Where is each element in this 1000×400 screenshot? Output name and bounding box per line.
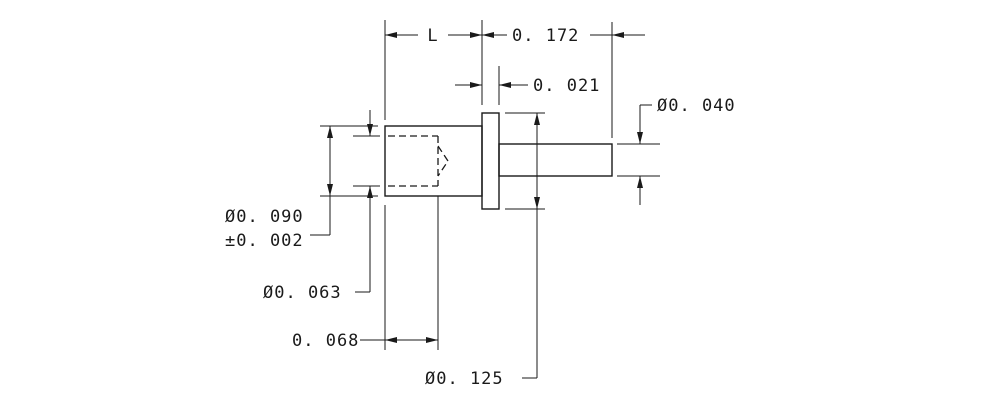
dimension-flange-diameter-label: Ø0. 125: [425, 369, 504, 389]
dimension-body-diameter: Ø0. 090 ±0. 002: [225, 126, 333, 251]
dimension-bore-diameter-label: Ø0. 063: [263, 283, 342, 303]
bore-hidden-lines: [388, 135, 449, 187]
part-outline: [384, 112, 613, 210]
dimension-body-diameter-label: Ø0. 090: [225, 207, 304, 227]
dimension-flange-diameter: Ø0. 125: [425, 113, 540, 389]
dimension-pin-diameter: Ø0. 040: [637, 96, 736, 205]
dimension-bore-depth: 0. 068: [292, 331, 438, 351]
dimension-total-length: 0. 172: [482, 26, 645, 46]
dimension-flange-thickness-label: 0. 021: [533, 76, 600, 96]
pin: [498, 143, 613, 177]
dimension-total-length-label: 0. 172: [512, 26, 579, 46]
dimension-body-tolerance-label: ±0. 002: [225, 231, 304, 251]
dimension-flange-thickness: 0. 021: [455, 76, 600, 96]
dimension-length-label: L: [427, 26, 438, 46]
dimension-bore-depth-label: 0. 068: [292, 331, 359, 351]
extension-lines: [320, 20, 660, 350]
dimension-pin-diameter-label: Ø0. 040: [657, 96, 736, 116]
flange: [481, 112, 500, 210]
dimension-bore-diameter: Ø0. 063: [263, 110, 373, 303]
dimension-length: L: [385, 26, 482, 46]
